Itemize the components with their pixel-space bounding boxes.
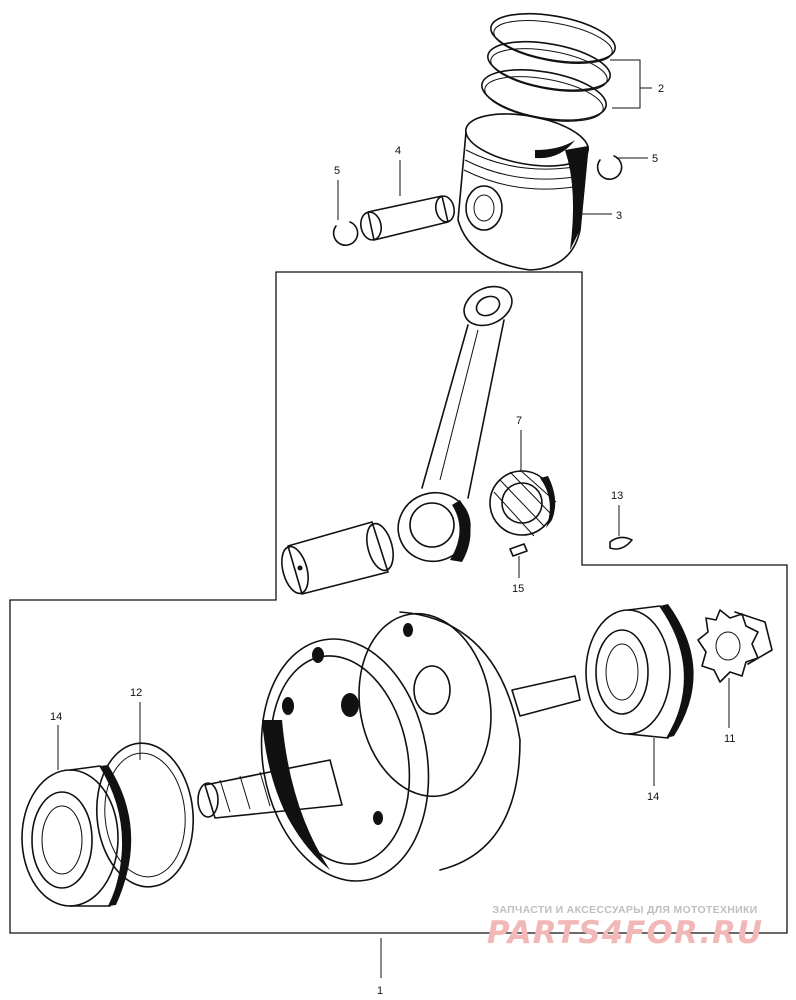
piston-pin: [359, 195, 456, 241]
callout-4: 4: [395, 145, 401, 157]
callouts: 1 2 3 4 5 5 7 11 12 13 14 14 15: [50, 83, 735, 997]
callout-13: 13: [611, 490, 623, 502]
callout-5-right: 5: [652, 153, 658, 165]
callout-12: 12: [130, 687, 142, 699]
callout-7: 7: [516, 415, 522, 427]
pin: [509, 543, 528, 557]
needle-bearing: [489, 469, 557, 537]
piston: [457, 113, 590, 271]
crank-pin: [281, 521, 394, 595]
watermark: ЗАПЧАСТИ И АКСЕССУАРЫ ДЛЯ МОТОТЕХНИКИ PA…: [470, 904, 780, 950]
callout-3: 3: [616, 210, 622, 222]
ball-bearing-left: [21, 765, 132, 907]
watermark-caption: ЗАПЧАСТИ И АКСЕССУАРЫ ДЛЯ МОТОТЕХНИКИ: [492, 904, 758, 916]
timing-sprocket: [697, 609, 773, 683]
connecting-rod: [397, 285, 513, 563]
assembly-frame: [9, 271, 788, 934]
ball-bearing-right: [585, 604, 694, 739]
callout-2: 2: [658, 83, 664, 95]
callout-14-left: 14: [50, 711, 62, 723]
woodruff-key: [609, 536, 633, 550]
callout-11: 11: [724, 733, 735, 745]
thrust-washer: [95, 742, 195, 888]
callout-15: 15: [512, 583, 524, 595]
callout-1: 1: [377, 985, 383, 997]
leader-lines: [57, 59, 730, 978]
circlip-right: [596, 155, 623, 180]
callout-14-right: 14: [647, 791, 659, 803]
piston-rings: [481, 12, 616, 122]
watermark-logo: PARTS4FOR.RU: [486, 915, 764, 951]
callout-5-left: 5: [334, 165, 340, 177]
crankshaft: [197, 611, 581, 882]
circlip-left: [332, 221, 359, 246]
